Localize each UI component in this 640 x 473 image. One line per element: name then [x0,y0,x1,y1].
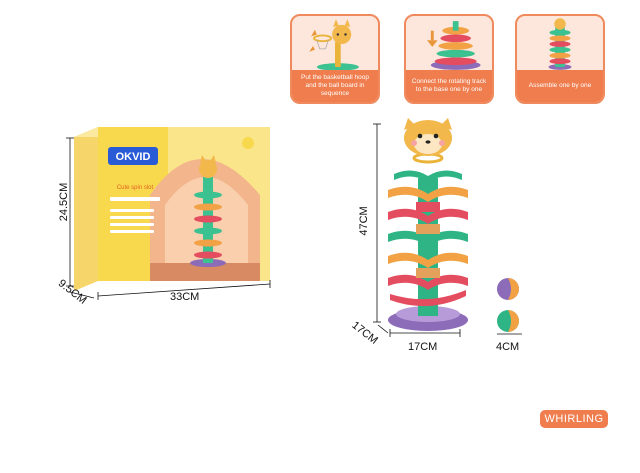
step-caption-1: Put the basketball hoop and the ball boa… [292,70,378,102]
balls [497,278,519,332]
ball-purple-orange [497,278,519,300]
box-width-label: 33CM [170,291,200,303]
step-card-1: Put the basketball hoop and the ball boa… [290,14,380,104]
ball-size-label: 4CM [496,341,520,353]
spiral-tower-product [388,118,468,331]
tower-height-label: 47CM [358,206,370,236]
step-card-3: Assemble one by one [515,14,605,104]
brand-tag: WHIRLING [540,410,608,428]
step-card-2: Connect the rotating track to the base o… [404,14,494,104]
tower-width-label: 17CM [408,341,438,353]
box-logo-badge [108,147,158,165]
ball-green-orange [497,310,519,332]
step-caption-3: Assemble one by one [517,70,603,102]
shiba-dog-head [404,118,452,156]
box-product-name: Cute spin slot [117,185,154,191]
packaging-box: OKVID Cute spin slot [74,127,270,291]
hoop-and-board-illustration [309,19,359,71]
rotating-track-illustration [427,21,481,70]
box-logo: OKVID [116,151,151,163]
assembled-tower-illustration [548,18,572,70]
box-side [74,127,98,291]
box-height-label: 24.5CM [58,182,70,222]
step-caption-2: Connect the rotating track to the base o… [406,70,492,102]
